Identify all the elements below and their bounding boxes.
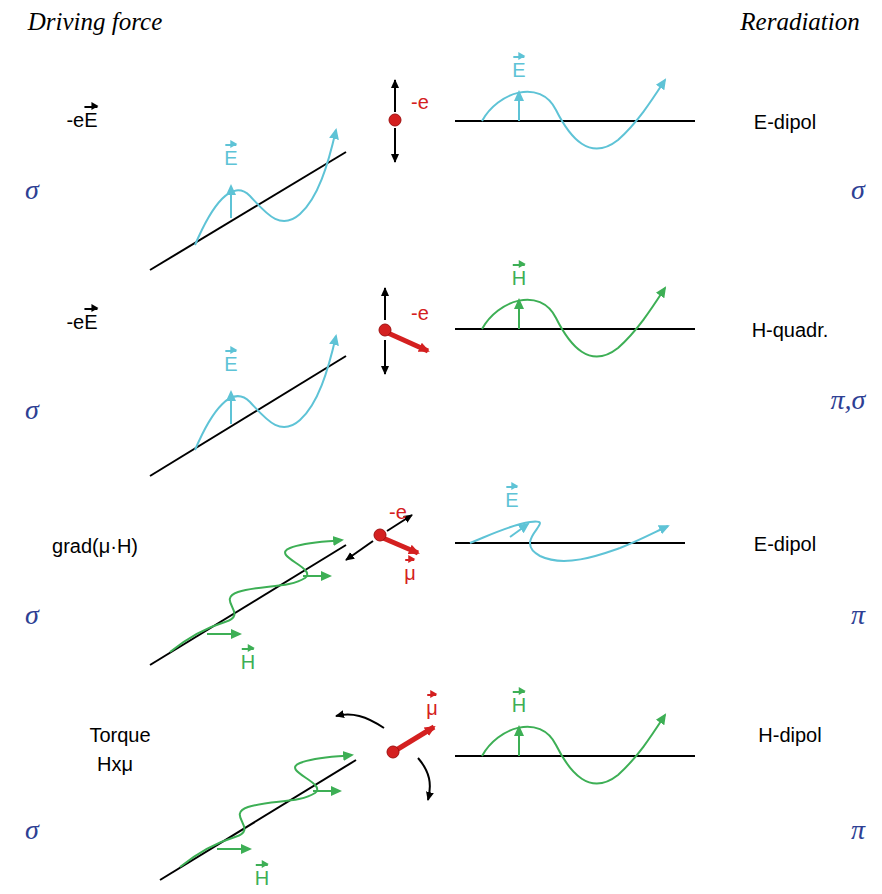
polarization-symbol: π — [851, 815, 865, 846]
force-label: Torque — [89, 724, 150, 746]
field-label: H — [512, 267, 526, 289]
polarization-symbol: σ — [25, 600, 39, 631]
charge-label: -e — [389, 501, 407, 523]
force-label: -eE — [66, 109, 97, 131]
polarization-symbol: σ — [25, 175, 39, 206]
field-label: H — [241, 651, 255, 673]
field-label: H — [512, 694, 526, 716]
radiation-type: H-dipol — [758, 724, 821, 746]
polarization-symbol: σ — [25, 815, 39, 846]
moment-label: μ — [426, 697, 438, 719]
polarization-symbol: σ — [25, 395, 39, 426]
field-label: E — [512, 59, 525, 81]
field-label: E — [224, 147, 237, 169]
radiation-type: H-quadr. — [752, 319, 829, 341]
polarization-symbol: σ — [851, 175, 865, 206]
radiation-type: E-dipol — [754, 533, 816, 555]
column-heading: Driving force — [28, 8, 162, 36]
force-label: -eE — [66, 311, 97, 333]
moment-label: μ — [404, 562, 416, 584]
charge-label: -e — [411, 91, 429, 113]
field-label: E — [224, 353, 237, 375]
polarization-symbol: π — [851, 600, 865, 631]
column-heading: Reradiation — [740, 8, 859, 36]
charge-label: -e — [411, 302, 429, 324]
field-label: E — [505, 489, 518, 511]
radiation-type: E-dipol — [754, 111, 816, 133]
field-label: H — [255, 867, 269, 889]
force-label: grad(μ·H) — [52, 535, 138, 557]
polarization-symbol: π,σ — [831, 385, 866, 416]
force-label: Hxμ — [97, 753, 133, 775]
